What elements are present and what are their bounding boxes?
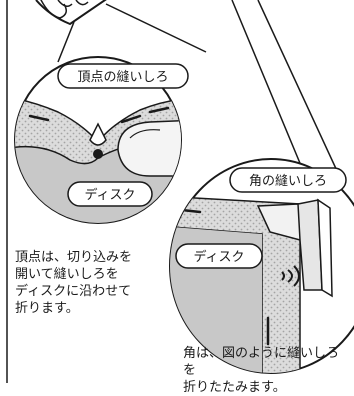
corner-caption: 角は、図のように縫いしろを 折りたたみます。 — [183, 346, 340, 395]
callout-line-left — [57, 21, 75, 63]
top-disk-fragment — [35, 0, 107, 26]
disk-left-label: ディスク — [67, 181, 153, 207]
callout-line-right-3 — [257, 0, 345, 187]
disk-right-label: ディスク — [175, 243, 263, 269]
vertex-seam-label-text: 頂点の縫いしろ — [77, 70, 168, 85]
disk-right-label-text: ディスク — [193, 249, 244, 265]
vertex-seam-label: 頂点の縫いしろ — [57, 63, 189, 89]
corner-seam-label-text: 角の縫いしろ — [249, 174, 327, 189]
corner-seam-label: 角の縫いしろ — [229, 167, 347, 193]
callout-line-right — [105, 3, 207, 53]
vertex-caption: 頂点は、切り込みを 開いて縫いしろを ディスクに沿わせて 折ります。 — [15, 250, 133, 316]
disk-left-label-text: ディスク — [84, 187, 135, 203]
callout-line-right-2 — [231, 0, 303, 169]
diagram-canvas: 頂点の縫いしろ ディスク 角の縫いしろ — [6, 0, 354, 383]
seam-allowance-diagram: 頂点の縫いしろ ディスク 角の縫いしろ — [6, 0, 354, 395]
